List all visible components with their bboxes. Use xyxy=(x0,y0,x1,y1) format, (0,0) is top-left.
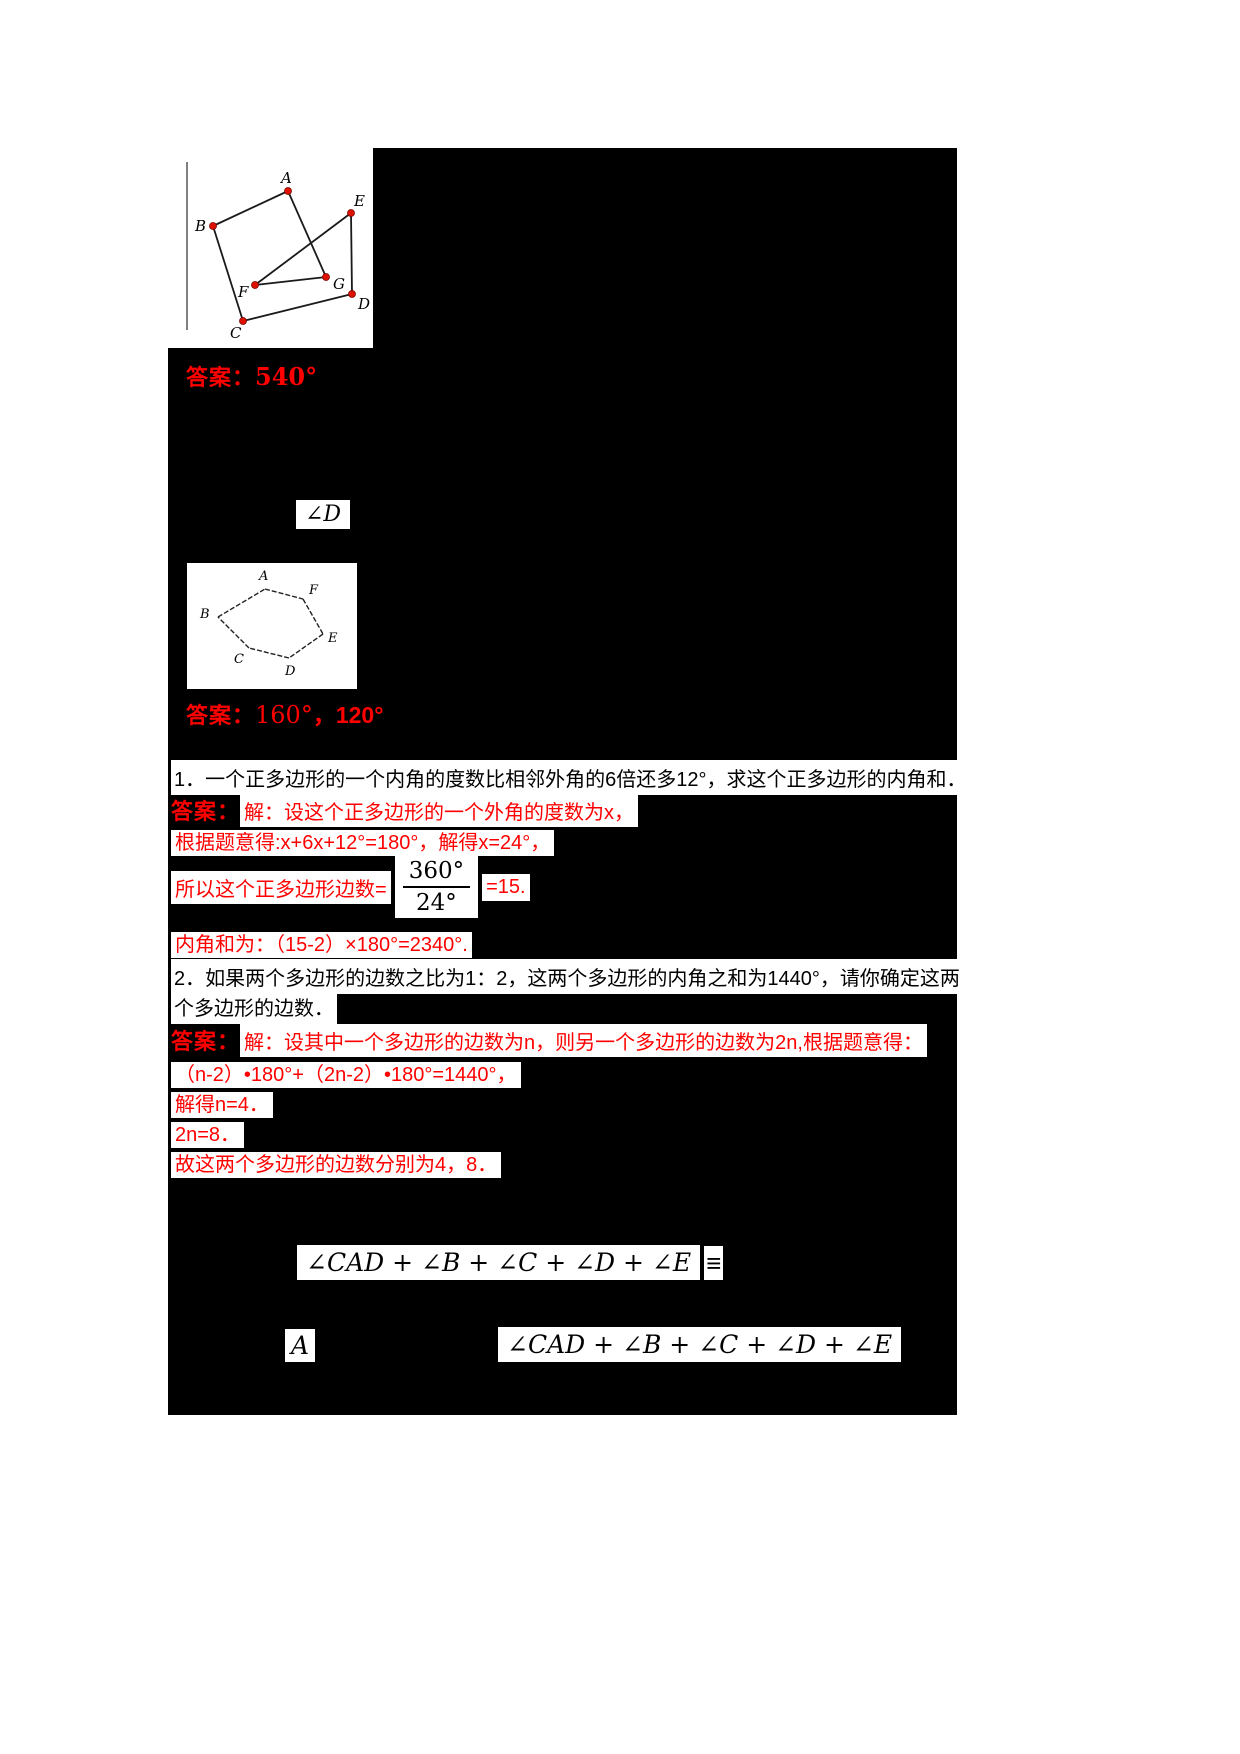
solution-1-text-1: 解：设这个正多边形的一个外角的度数为x， xyxy=(240,794,639,827)
math-expression-row-1: ∠CAD + ∠B + ∠C + ∠D + ∠E ≡ xyxy=(297,1245,724,1280)
answer-540-line: 答案： 540° xyxy=(186,360,317,392)
solution-2-line-1: 答案： 解：设其中一个多边形的边数为n，则另一个多边形的边数为2n,根据题意得： xyxy=(171,1024,927,1057)
solution-2-line-2: （n-2）•180°+（2n-2）•180°=1440°， xyxy=(171,1058,521,1088)
solution-1-line-3: 所以这个正多边形边数= 360° 24° =15. xyxy=(171,854,530,920)
vertex-label-b: B xyxy=(194,217,206,235)
vertex-label-d: D xyxy=(284,664,296,679)
vertex-label-e: E xyxy=(353,192,365,210)
solution-2-line-4: 2n=8． xyxy=(171,1118,245,1148)
answer-160-value: 160° xyxy=(255,701,313,729)
figure1-vertex-labels: A B C D E F G xyxy=(194,169,370,342)
vertex-label-c: C xyxy=(234,652,244,667)
figure2-edges xyxy=(217,588,324,659)
answer-label: 答案： xyxy=(186,365,256,390)
vertex-label-f: F xyxy=(308,583,319,598)
fraction-360-24: 360° 24° xyxy=(394,856,479,918)
solution-1-text-3-prefix: 所以这个正多边形边数= xyxy=(171,870,391,904)
answer-120-value: ，120° xyxy=(312,702,384,728)
polygon-figure-2-svg: A B C D E F xyxy=(199,569,338,679)
solution-2-text-1: 解：设其中一个多边形的边数为n，则另一个多边形的边数为2n,根据题意得： xyxy=(240,1024,927,1057)
fraction-denominator: 24° xyxy=(416,890,457,916)
vertex-label-a: A xyxy=(279,169,292,187)
vertex-label-f: F xyxy=(237,283,249,301)
vertex-label-g: G xyxy=(333,275,345,293)
solution-2-line-3: 解得n=4． xyxy=(171,1088,273,1118)
answer-label: 答案： xyxy=(171,1029,241,1054)
solution-2-text-2: （n-2）•180°+（2n-2）•180°=1440°， xyxy=(171,1062,521,1088)
solution-1-text-4: 内角和为：（15-2）×180°=2340°. xyxy=(171,932,472,958)
polygon-figure-1-svg: A B C D E F G xyxy=(186,162,370,342)
answer-540-value: 540° xyxy=(255,362,318,391)
answer-160-120-line: 答案： 160° ，120° xyxy=(186,696,383,730)
math-label-a-box: A xyxy=(285,1329,316,1362)
vertex-label-e: E xyxy=(327,631,338,646)
vertex-label-d: D xyxy=(357,295,370,313)
solution-1-text-3-suffix: =15. xyxy=(482,873,530,901)
figure2-vertex-labels: A B C D E F xyxy=(199,569,338,679)
vertex-label-b: B xyxy=(199,607,210,622)
polygon-figure-1: A B C D E F G xyxy=(168,148,373,348)
angle-sum-expression-2-box: ∠CAD + ∠B + ∠C + ∠D + ∠E xyxy=(498,1327,902,1362)
problem-2-line-1: 2．如果两个多边形的边数之比为1：2，这两个多边形的内角之和为1440°，请你确… xyxy=(171,959,963,994)
angle-sum-expression-1: ∠CAD + ∠B + ∠C + ∠D + ∠E xyxy=(297,1245,701,1280)
problem-1-text: 1．一个正多边形的一个内角的度数比相邻外角的6倍还多12°，求这个正多边形的内角… xyxy=(171,760,970,795)
solution-1-line-2: 根据题意得:x+6x+12°=180°，解得x=24°， xyxy=(171,826,555,856)
angle-d-expression: ∠D xyxy=(304,502,342,527)
angle-sum-expression-2: ∠CAD + ∠B + ∠C + ∠D + ∠E xyxy=(507,1330,893,1359)
vertex-label-c: C xyxy=(230,324,242,342)
solution-1-text-2: 根据题意得:x+6x+12°=180°，解得x=24°， xyxy=(171,830,555,856)
solution-2-text-4: 2n=8． xyxy=(171,1122,245,1148)
solution-1-line-1: 答案： 解：设这个正多边形的一个外角的度数为x， xyxy=(171,794,639,827)
problem-2-text-2: 个多边形的边数． xyxy=(171,989,337,1024)
vertex-label-a: A xyxy=(258,569,268,584)
problem-1: 1．一个正多边形的一个内角的度数比相邻外角的6倍还多12°，求这个正多边形的内角… xyxy=(171,760,970,795)
angle-d-expression-box: ∠D xyxy=(296,500,350,529)
problem-2-text-1: 2．如果两个多边形的边数之比为1：2，这两个多边形的内角之和为1440°，请你确… xyxy=(171,959,963,994)
figure1-edges xyxy=(212,190,353,322)
math-label-a: A xyxy=(291,1331,310,1360)
answer-label: 答案： xyxy=(186,703,256,728)
fraction-numerator: 360° xyxy=(402,858,471,888)
figure1-vertex-dots xyxy=(209,187,356,325)
black-content-panel: A B C D E F G 答案： 540° ∠D xyxy=(168,148,970,1415)
problem-2-line-2: 个多边形的边数． xyxy=(171,989,337,1024)
solution-2-text-5: 故这两个多边形的边数分别为4，8． xyxy=(171,1152,502,1178)
solution-1-line-4: 内角和为：（15-2）×180°=2340°. xyxy=(171,928,472,958)
solution-2-text-3: 解得n=4． xyxy=(171,1092,273,1118)
answer-label: 答案： xyxy=(171,799,241,824)
polygon-figure-2: A B C D E F xyxy=(187,563,357,689)
solution-2-line-5: 故这两个多边形的边数分别为4，8． xyxy=(171,1148,502,1178)
identical-symbol: ≡ xyxy=(704,1245,724,1280)
